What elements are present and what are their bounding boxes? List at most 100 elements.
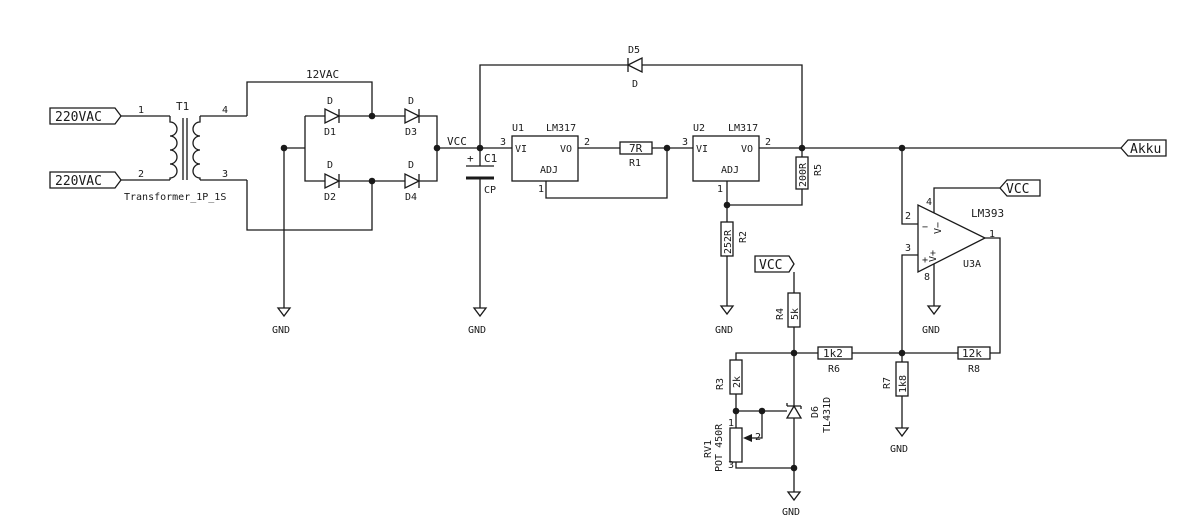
u3a-pin-out: 1 <box>989 229 995 240</box>
resistor-r7 <box>895 361 909 397</box>
u2-pin-out: 2 <box>765 137 771 148</box>
gnd-label-r2: GND <box>715 325 733 336</box>
gnd-symbol-bridge <box>276 307 292 318</box>
gnd-label-ref: GND <box>782 507 800 518</box>
d1-value: D <box>327 96 333 107</box>
u1-ref: U1 <box>512 123 524 134</box>
d5-ref: D5 <box>628 45 640 56</box>
d2-ref: D2 <box>324 192 336 203</box>
d3-ref: D3 <box>405 127 417 138</box>
u1-value: LM317 <box>546 123 576 134</box>
u3a-pin-vplus: 4 <box>926 197 932 208</box>
gnd-label-u3a: GND <box>922 325 940 336</box>
r6-ref: R6 <box>828 364 840 375</box>
resistor-r8 <box>957 346 991 360</box>
u2-value: LM317 <box>728 123 758 134</box>
u1-pin-out: 2 <box>584 137 590 148</box>
r1-value: 7R <box>629 142 643 155</box>
u2-pin-in: 3 <box>682 137 688 148</box>
d4-ref: D4 <box>405 192 417 203</box>
u1-adj: ADJ <box>540 165 558 176</box>
transformer-pin-2: 2 <box>138 169 144 180</box>
port-akku <box>1120 139 1167 157</box>
label-12vac: 12VAC <box>306 68 339 81</box>
gnd-label-c1: GND <box>468 325 486 336</box>
regulator-u2 <box>692 135 760 182</box>
rv1-pin-2: 2 <box>755 432 761 443</box>
r8-value: 12k <box>962 347 982 360</box>
resistor-r4 <box>787 292 801 328</box>
diode-d4 <box>404 172 421 190</box>
port-220vac-2-label: 220VAC <box>55 174 102 189</box>
port-220vac-1-label: 220VAC <box>55 110 102 125</box>
u3a-in-minus: − <box>922 222 928 233</box>
diode-d2 <box>324 172 341 190</box>
port-vcc-comp-label: VCC <box>1006 182 1029 197</box>
u2-ref: U2 <box>693 123 705 134</box>
r5-value: 200R <box>798 162 809 187</box>
u2-pin-adj: 1 <box>717 184 723 195</box>
gnd-symbol-r7 <box>894 427 910 438</box>
resistor-r3 <box>729 359 743 395</box>
r5-ref: R5 <box>813 164 824 176</box>
r7-ref: R7 <box>882 377 893 389</box>
u3a-pin-minus: 2 <box>905 211 911 222</box>
u2-vi: VI <box>696 144 708 155</box>
u2-adj: ADJ <box>721 165 739 176</box>
r7-value: 1k8 <box>898 375 909 393</box>
port-220vac-2 <box>49 171 122 189</box>
u1-pin-in: 3 <box>500 137 506 148</box>
gnd-label-bridge: GND <box>272 325 290 336</box>
label-vcc-node: VCC <box>447 135 467 148</box>
d5-value: D <box>632 79 638 90</box>
c1-polarity: + <box>467 152 474 165</box>
d3-value: D <box>408 96 414 107</box>
port-vcc-ref <box>754 255 795 273</box>
transformer-pin-4: 4 <box>222 105 228 116</box>
rv1-ref: RV1 <box>703 440 714 458</box>
port-220vac-1 <box>49 107 122 125</box>
rv1-pin-1: 1 <box>728 418 734 429</box>
transformer-ref: T1 <box>176 100 189 113</box>
r6-value: 1k2 <box>823 347 843 360</box>
gnd-symbol-r2 <box>719 305 735 316</box>
d4-value: D <box>408 160 414 171</box>
u1-pin-adj: 1 <box>538 184 544 195</box>
d6-ref: D6 <box>810 406 821 418</box>
gnd-symbol-c1 <box>472 307 488 318</box>
r8-ref: R8 <box>968 364 980 375</box>
u3a-sup-minus: V− <box>933 222 944 234</box>
diode-d3 <box>404 107 421 125</box>
comparator-u3a <box>917 203 987 274</box>
transformer-pin-3: 3 <box>222 169 228 180</box>
r4-ref: R4 <box>775 308 786 320</box>
u3a-pin-vminus: 8 <box>924 272 930 283</box>
rv1-value: POT 450R <box>714 423 725 472</box>
d2-value: D <box>327 160 333 171</box>
d6-value: TL431D <box>822 397 833 433</box>
u3a-pin-plus: 3 <box>905 243 911 254</box>
r3-value: 2k <box>732 376 743 388</box>
potentiometer-rv1 <box>729 427 743 463</box>
port-vcc-ref-label: VCC <box>759 258 782 273</box>
resistor-r5 <box>795 156 809 190</box>
gnd-symbol-ref <box>786 491 802 502</box>
d1-ref: D1 <box>324 127 336 138</box>
capacitor-c1 <box>466 165 494 180</box>
r3-ref: R3 <box>715 378 726 390</box>
diode-d5 <box>626 56 643 74</box>
shunt-reference-d6 <box>785 403 803 419</box>
u3a-value: LM393 <box>971 207 1004 220</box>
u3a-in-plus: + <box>922 255 928 266</box>
r2-value: 252R <box>723 229 734 254</box>
u3a-ref: U3A <box>963 259 981 270</box>
diode-d1 <box>324 107 341 125</box>
r4-value: 5k <box>790 308 801 320</box>
gnd-label-r7: GND <box>890 444 908 455</box>
rv1-pin-3: 3 <box>728 460 734 471</box>
r2-ref: R2 <box>738 231 749 243</box>
transformer-t1 <box>169 115 247 181</box>
resistor-r6 <box>817 346 853 360</box>
transformer-value: Transformer_1P_1S <box>124 192 226 203</box>
port-akku-label: Akku <box>1130 142 1161 157</box>
